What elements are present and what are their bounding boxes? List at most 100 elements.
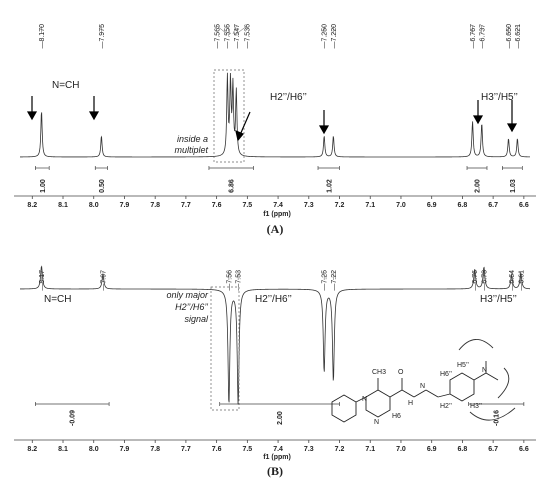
annotation-major-b-1: only major xyxy=(166,290,209,300)
panel-a: —8.170 —7.975 —7.565 —7.555—7.547—7.536 —7.2… xyxy=(14,24,536,236)
integral-value: 1.03 xyxy=(510,179,517,193)
x-tick: 6.8 xyxy=(458,440,467,453)
peak-label: —7.53 xyxy=(236,270,243,291)
peak-label-text: —6.737 xyxy=(479,24,486,49)
svg-text:H3’’: H3’’ xyxy=(470,403,482,410)
x-tick: 7.7 xyxy=(181,440,191,453)
multiplet-box-a xyxy=(213,69,245,163)
x-tick: 6.7 xyxy=(488,196,498,209)
x-tick: 8.2 xyxy=(27,440,37,453)
noe-arrow-right xyxy=(497,367,510,399)
peak-label: —7.25 xyxy=(322,270,329,291)
x-tick: 6.9 xyxy=(427,440,437,453)
peak-label-text: —7.547 xyxy=(234,24,241,49)
integral: 1.03 xyxy=(501,166,523,193)
pyrimidine-ring xyxy=(365,389,391,418)
x-tick-label: 7.6 xyxy=(212,446,222,453)
x-tick: 7.7 xyxy=(181,196,191,209)
peak-label: —7.22 xyxy=(331,270,338,291)
x-tick-label: 8.1 xyxy=(58,202,68,209)
chemical-structure xyxy=(331,339,516,423)
x-tick-label: 7.7 xyxy=(181,446,191,453)
peak-label: —7.536 xyxy=(236,24,251,49)
peak-label-text: —7.53 xyxy=(236,270,243,291)
annotation-multiplet-a-2: multiplet xyxy=(174,145,208,155)
peak-label: —7.56 xyxy=(226,270,233,291)
x-tick: 6.9 xyxy=(427,196,437,209)
x-tick-label: 7.8 xyxy=(150,446,160,453)
peak-label-text: —7.22 xyxy=(331,270,338,291)
x-tick: 7.3 xyxy=(304,440,314,453)
x-tick: 7.6 xyxy=(212,440,222,453)
peak-labels-b: —8.17—7.97—7.56—7.53—7.25—7.22—6.76—6.73… xyxy=(39,270,525,291)
peak-labels-a: —8.170 —7.975 —7.565 —7.555—7.547—7.536 —7.2… xyxy=(39,24,522,49)
x-tick-label: 7.0 xyxy=(396,202,406,209)
integral: 0.50 xyxy=(94,166,108,193)
x-tick: 7.4 xyxy=(273,440,283,453)
x-tick-label: 7.7 xyxy=(181,202,191,209)
integral: 1.00 xyxy=(35,166,50,193)
svg-text:O: O xyxy=(398,369,404,376)
panel-label-a: (A) xyxy=(267,222,284,236)
annotation-major-b-2: H2’’/H6’’ xyxy=(175,302,209,312)
integral: 6.86 xyxy=(208,166,254,193)
x-tick-label: 8.0 xyxy=(89,446,99,453)
x-axis-label-a: f1 (ppm) xyxy=(263,211,291,218)
x-tick: 7.2 xyxy=(335,196,344,209)
annotation-h2h6-b: H2’’/H6’’ xyxy=(255,294,292,305)
arrows-a xyxy=(26,96,518,142)
peak-label: —7.220 xyxy=(331,24,338,49)
x-tick: 7.1 xyxy=(365,440,375,453)
panel-label-b: (B) xyxy=(267,464,283,478)
x-tick-label: 7.6 xyxy=(212,202,222,209)
x-tick: 7.9 xyxy=(120,440,129,453)
x-tick-label: 7.3 xyxy=(304,202,314,209)
integral-value: 0.50 xyxy=(99,179,106,193)
x-tick: 8.2 xyxy=(27,196,37,209)
peak-label: —6.621 xyxy=(515,24,522,49)
x-tick-label: 7.5 xyxy=(242,202,252,209)
svg-text:CH3: CH3 xyxy=(372,369,386,376)
x-tick: 7.2 xyxy=(335,440,345,453)
peak-label: —7.555 xyxy=(225,24,232,49)
x-tick-label: 6.7 xyxy=(488,446,498,453)
annotation-multiplet-a-1: inside a xyxy=(177,134,208,144)
peak-label: —7.975 xyxy=(99,24,106,49)
peak-label-text: —7.975 xyxy=(99,24,106,49)
x-tick-label: 6.9 xyxy=(427,202,437,209)
x-tick: 7.8 xyxy=(150,196,160,209)
svg-text:H: H xyxy=(408,400,413,407)
x-tick: 6.6 xyxy=(519,440,529,453)
annotation-nch-a: N=CH xyxy=(52,80,80,91)
svg-text:N: N xyxy=(482,367,487,374)
x-tick: 7.3 xyxy=(304,196,314,209)
x-tick-label: 6.8 xyxy=(458,202,468,209)
peak-label-text: —6.650 xyxy=(506,24,513,49)
peak-label-text: —6.767 xyxy=(470,24,477,49)
x-tick-label: 7.2 xyxy=(335,446,345,453)
peak-label: —8.170 xyxy=(39,24,46,49)
integral: -0.09 xyxy=(35,402,110,426)
x-tick-label: 7.1 xyxy=(365,202,375,209)
x-tick: 7.5 xyxy=(242,440,252,453)
x-axis-label-b: f1 (ppm) xyxy=(263,454,291,461)
integral-value: -0.09 xyxy=(70,410,77,426)
phenyl-ring xyxy=(331,394,357,423)
x-tick-label: 7.1 xyxy=(365,446,375,453)
x-tick: 8.0 xyxy=(89,196,99,209)
x-tick: 8.1 xyxy=(58,196,68,209)
peak-label-text: —7.565 xyxy=(214,24,221,49)
peak-label: —7.565 xyxy=(214,24,228,49)
x-tick: 6.6 xyxy=(519,196,529,209)
peak-label-text: —7.536 xyxy=(244,24,251,49)
x-tick-label: 7.3 xyxy=(304,446,314,453)
svg-text:H5’’: H5’’ xyxy=(457,362,469,369)
peak-label-text: —7.555 xyxy=(225,24,232,49)
integral-value: 6.86 xyxy=(229,179,236,193)
svg-text:H6: H6 xyxy=(392,413,401,420)
x-tick-label: 7.8 xyxy=(150,202,160,209)
annotation-h3h5-a: H3’’/H5’’ xyxy=(481,92,518,103)
